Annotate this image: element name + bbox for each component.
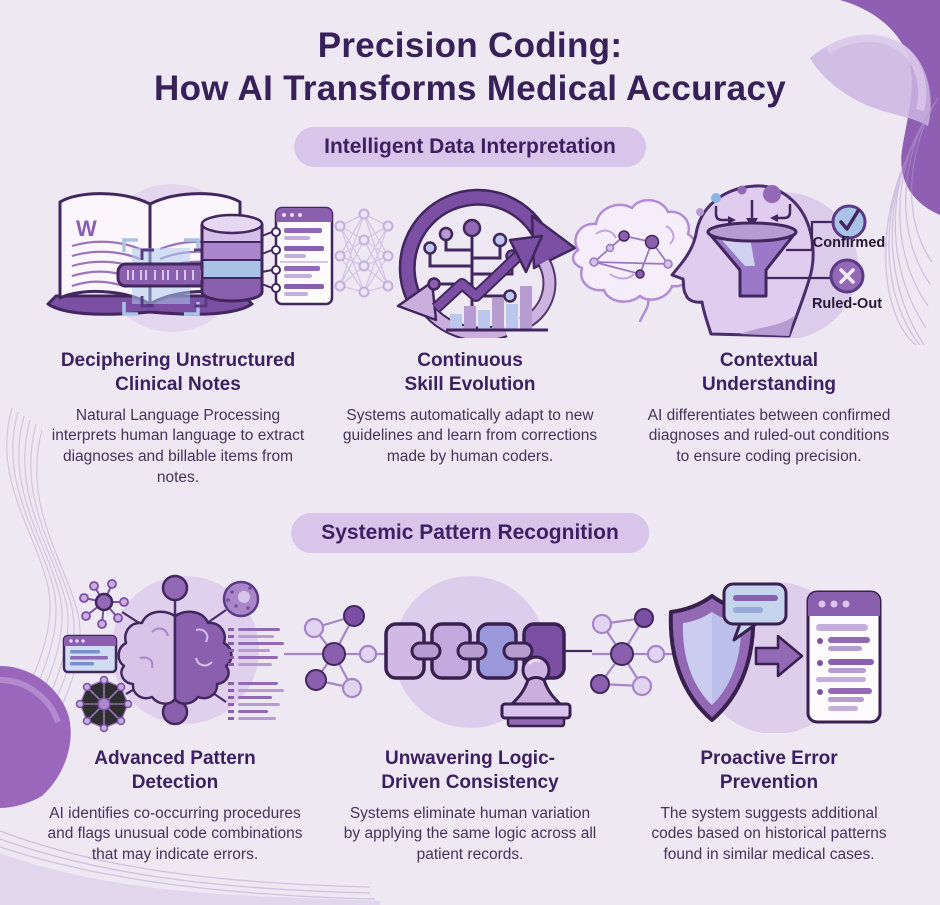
confirmed-label: Confirmed — [813, 235, 886, 251]
open-book-nlp-pipeline-icon: W — [46, 184, 394, 332]
card-description: Systems automatically adapt to new guide… — [342, 406, 598, 466]
section-pill-intelligent-data-interpretation: Intelligent Data Interpretation — [294, 127, 646, 167]
card-description: AI identifies co-occurring procedures an… — [47, 804, 303, 864]
ruled-out-label: Ruled-Out — [812, 296, 882, 312]
icon-row-2 — [62, 574, 882, 733]
database-icon — [200, 213, 264, 303]
card-title: Contextual Understanding — [701, 350, 837, 395]
card-proactive-error-prevention: Proactive Error Prevention The system su… — [628, 747, 910, 866]
page-title-line2: How AI Transforms Medical Accuracy — [154, 69, 786, 109]
continuous-cycle-growth-icon — [396, 188, 699, 338]
card-description: The system suggests additional codes bas… — [651, 804, 887, 864]
icon-row-1: W — [46, 184, 886, 338]
page-title: Precision Coding: How AI Transforms Medi… — [0, 24, 940, 111]
card-description: Natural Language Processing interprets h… — [51, 406, 305, 486]
card-unwavering-logic-driven-consistency: Unwavering Logic- Driven Consistency Sys… — [336, 747, 604, 866]
ruled-out-badge: Ruled-Out — [812, 258, 882, 312]
brain-pattern-hub-icon — [62, 574, 284, 733]
book-letter: W — [76, 216, 97, 241]
arrow-right-icon — [754, 634, 804, 678]
checklist-document-icon — [806, 590, 882, 724]
head-funnel-filter-icon: Confirmed Ruled-Out — [670, 184, 886, 338]
cell-icon — [222, 580, 260, 618]
card-description: Systems eliminate human variation by app… — [343, 804, 597, 864]
stamp-icon — [500, 655, 572, 728]
card-title: Advanced Pattern Detection — [94, 748, 256, 793]
network-connector-left-icon — [284, 605, 386, 699]
card-continuous-skill-evolution: Continuous Skill Evolution Systems autom… — [336, 349, 604, 468]
check-icon — [831, 204, 867, 240]
card-title: Deciphering Unstructured Clinical Notes — [60, 350, 296, 395]
chat-bubble-icon — [722, 582, 788, 642]
card-deciphering-unstructured-clinical-notes: Deciphering Unstructured Clinical Notes … — [22, 349, 334, 488]
network-connector-right-icon — [590, 608, 676, 697]
chain-links-stamp-icon — [384, 576, 592, 728]
brain-network-connector-icon — [571, 199, 699, 323]
page-title-line1: Precision Coding: — [317, 26, 623, 65]
card-title: Proactive Error Prevention — [700, 748, 838, 793]
section-pill-systemic-pattern-recognition: Systemic Pattern Recognition — [291, 513, 649, 553]
code-list-icon — [228, 628, 284, 720]
neural-mesh-icon — [334, 208, 394, 298]
record-list-panel-icon — [261, 206, 334, 306]
polyhedron-network-icon — [75, 675, 133, 733]
card-contextual-understanding: Contextual Understanding AI differentiat… — [628, 349, 910, 468]
hub-node-icon — [79, 579, 129, 629]
shield-checklist-icon — [668, 582, 882, 733]
growth-chart-icon — [431, 234, 548, 332]
card-advanced-pattern-detection: Advanced Pattern Detection AI identifies… — [30, 747, 320, 866]
card-title: Unwavering Logic- Driven Consistency — [381, 748, 559, 793]
card-description: AI differentiates between confirmed diag… — [647, 406, 891, 466]
code-window-icon — [62, 634, 118, 674]
card-title: Continuous Skill Evolution — [404, 350, 536, 395]
